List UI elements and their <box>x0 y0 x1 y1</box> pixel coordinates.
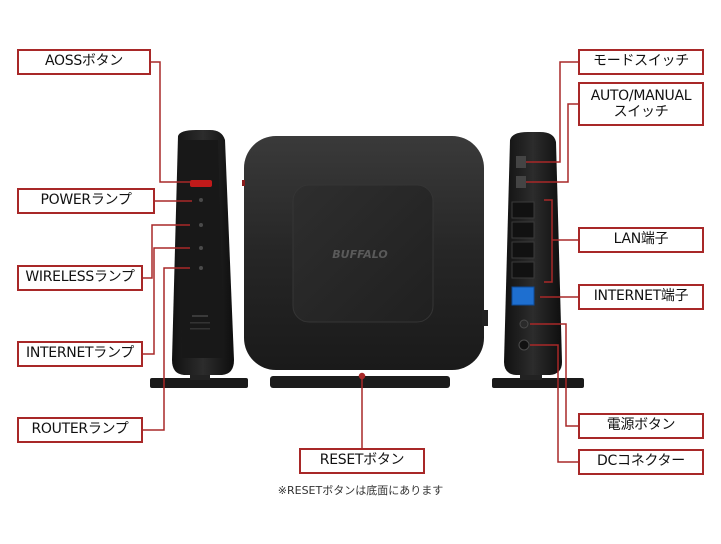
callout-lines <box>142 61 578 463</box>
brand-logo: BUFFALO <box>332 248 387 261</box>
router-lamp-label: ROUTERランプ <box>17 417 143 443</box>
auto-manual-switch-label: AUTO/MANUAL スイッチ <box>578 82 704 126</box>
internet-port-shape <box>511 286 535 306</box>
lan-port-label: LAN端子 <box>578 227 704 253</box>
aoss-button-indicator <box>190 180 212 187</box>
reset-button-label: RESETボタン <box>299 448 425 474</box>
mode-switch-label: モードスイッチ <box>578 49 704 75</box>
dc-connector-label: DCコネクター <box>578 449 704 475</box>
rear-view <box>492 132 584 388</box>
mode-switch-shape <box>516 156 526 168</box>
auto-manual-line2: スイッチ <box>613 104 669 120</box>
aoss-button-label: AOSSボタン <box>17 49 151 75</box>
wireless-lamp-label: WIRELESSランプ <box>17 265 143 291</box>
front-view: BUFFALO <box>242 136 488 388</box>
left-side-view <box>150 130 248 388</box>
power-lamp-label: POWERランプ <box>17 188 155 214</box>
internet-lamp-label: INTERNETランプ <box>17 341 143 367</box>
auto-manual-switch-shape <box>516 176 526 188</box>
reset-footnote: ※RESETボタンは底面にあります <box>277 484 444 497</box>
power-button-label: 電源ボタン <box>578 413 704 439</box>
auto-manual-line1: AUTO/MANUAL <box>590 87 692 104</box>
internet-port-label: INTERNET端子 <box>578 284 704 310</box>
